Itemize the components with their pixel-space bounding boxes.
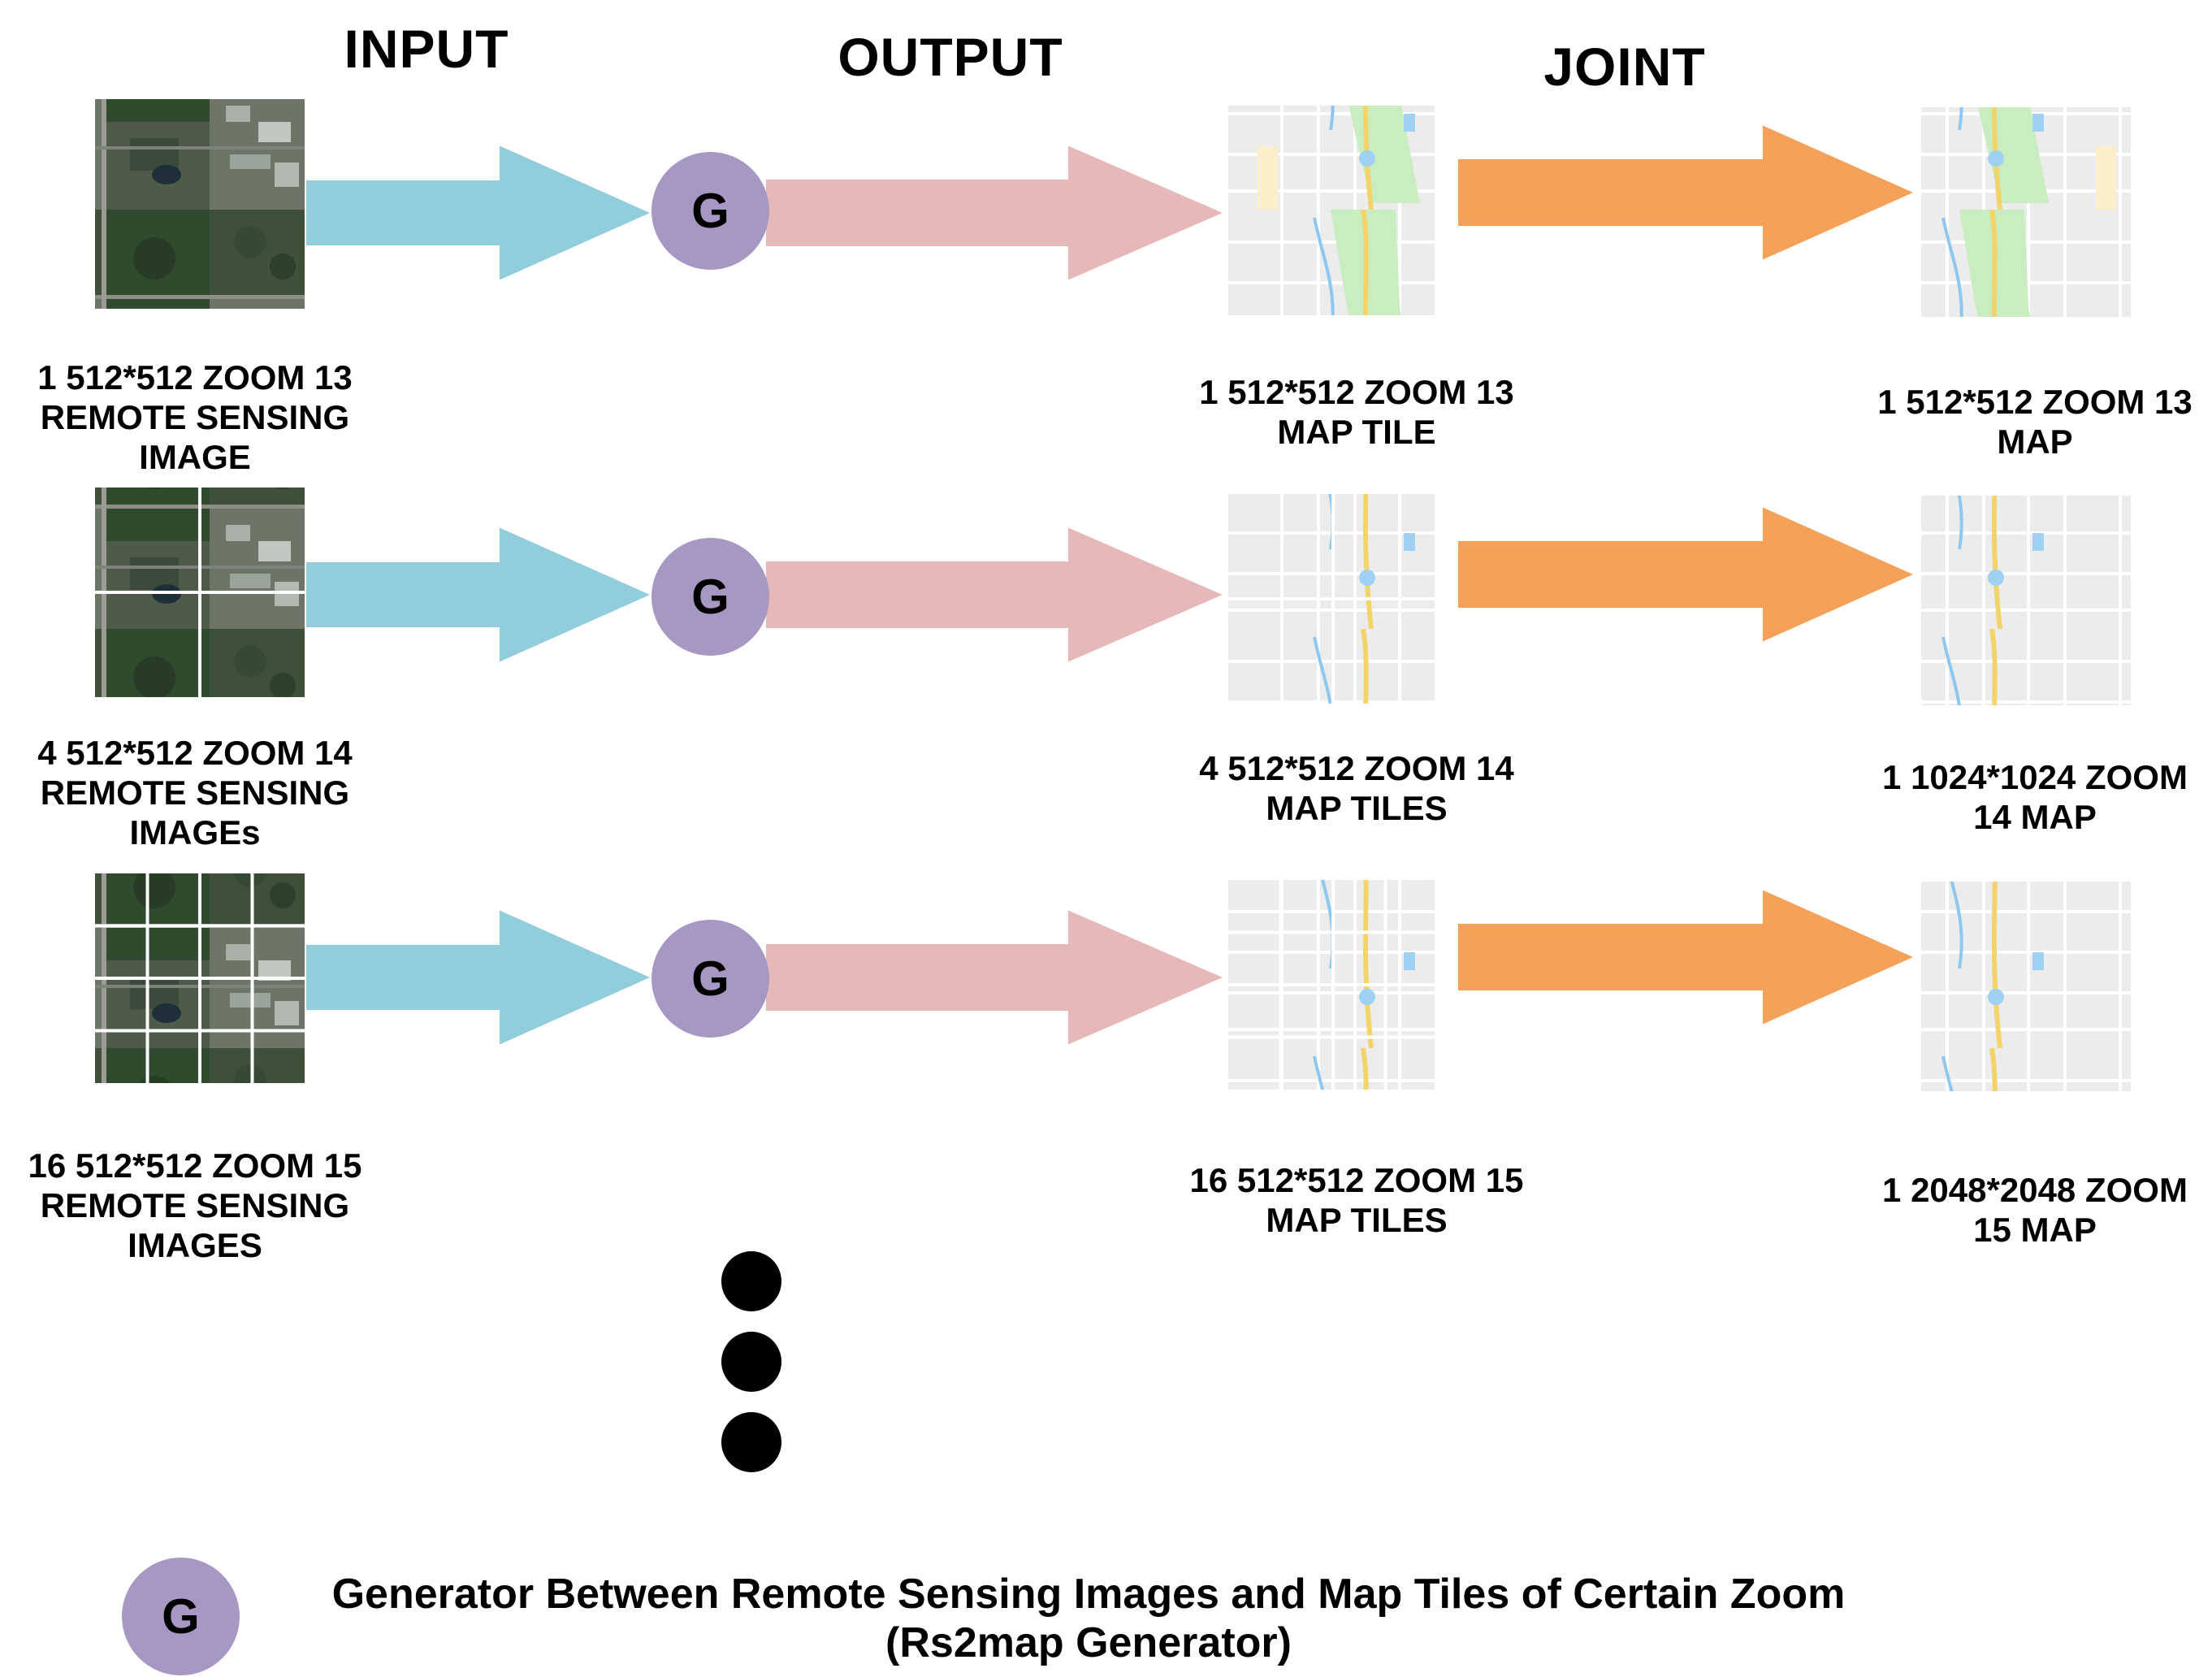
joint-map-row1 (1921, 107, 2131, 317)
tiles-caption-row2: 4 512*512 ZOOM 14 MAP TILES (1199, 749, 1514, 827)
generator-label: G (691, 951, 729, 1006)
generator-node-row3: G (651, 920, 769, 1038)
joint-map-row2 (1921, 496, 2131, 705)
input-arrow-row1 (306, 145, 650, 280)
continuation-dot (721, 1412, 781, 1472)
continuation-dot (721, 1251, 781, 1311)
joint-arrow-row1 (1458, 125, 1913, 260)
generator-label: G (691, 184, 729, 238)
joint-arrow-row2 (1458, 507, 1913, 642)
remote-sensing-image-row1 (95, 99, 305, 309)
input-caption-row2: 4 512*512 ZOOM 14 REMOTE SENSING IMAGEs (37, 734, 353, 852)
joint-map-row3 (1921, 882, 2131, 1091)
output-header: OUTPUT (838, 27, 1063, 87)
joint-header: JOINT (1543, 37, 1706, 97)
input-arrow-row2 (306, 527, 650, 662)
joint-arrow-row3 (1458, 890, 1913, 1025)
input-caption-row3: 16 512*512 ZOOM 15 REMOTE SENSING IMAGES (28, 1146, 362, 1264)
generator-node-row1: G (651, 152, 769, 270)
map-caption-row1: 1 512*512 ZOOM 13 MAP (1877, 383, 2193, 461)
generator-label: G (691, 570, 729, 624)
output-arrow-row2 (766, 527, 1223, 662)
input-header: INPUT (344, 19, 509, 79)
input-caption-row1: 1 512*512 ZOOM 13 REMOTE SENSING IMAGE (37, 358, 353, 476)
output-arrow-row1 (766, 145, 1223, 280)
legend-generator-symbol: G (122, 1558, 240, 1675)
tiles-caption-row1: 1 512*512 ZOOM 13 MAP TILE (1199, 373, 1514, 451)
map-caption-row3: 1 2048*2048 ZOOM 15 MAP (1882, 1171, 2188, 1249)
map-tiles-row1 (1228, 106, 1438, 315)
legend-description: Generator Between Remote Sensing Images … (331, 1571, 1846, 1666)
generator-node-row2: G (651, 538, 769, 656)
continuation-dot (721, 1332, 781, 1392)
output-arrow-row3 (766, 910, 1223, 1045)
tiles-caption-row3: 16 512*512 ZOOM 15 MAP TILES (1189, 1161, 1524, 1239)
input-arrow-row3 (306, 910, 650, 1045)
map-caption-row2: 1 1024*1024 ZOOM 14 MAP (1882, 758, 2188, 836)
